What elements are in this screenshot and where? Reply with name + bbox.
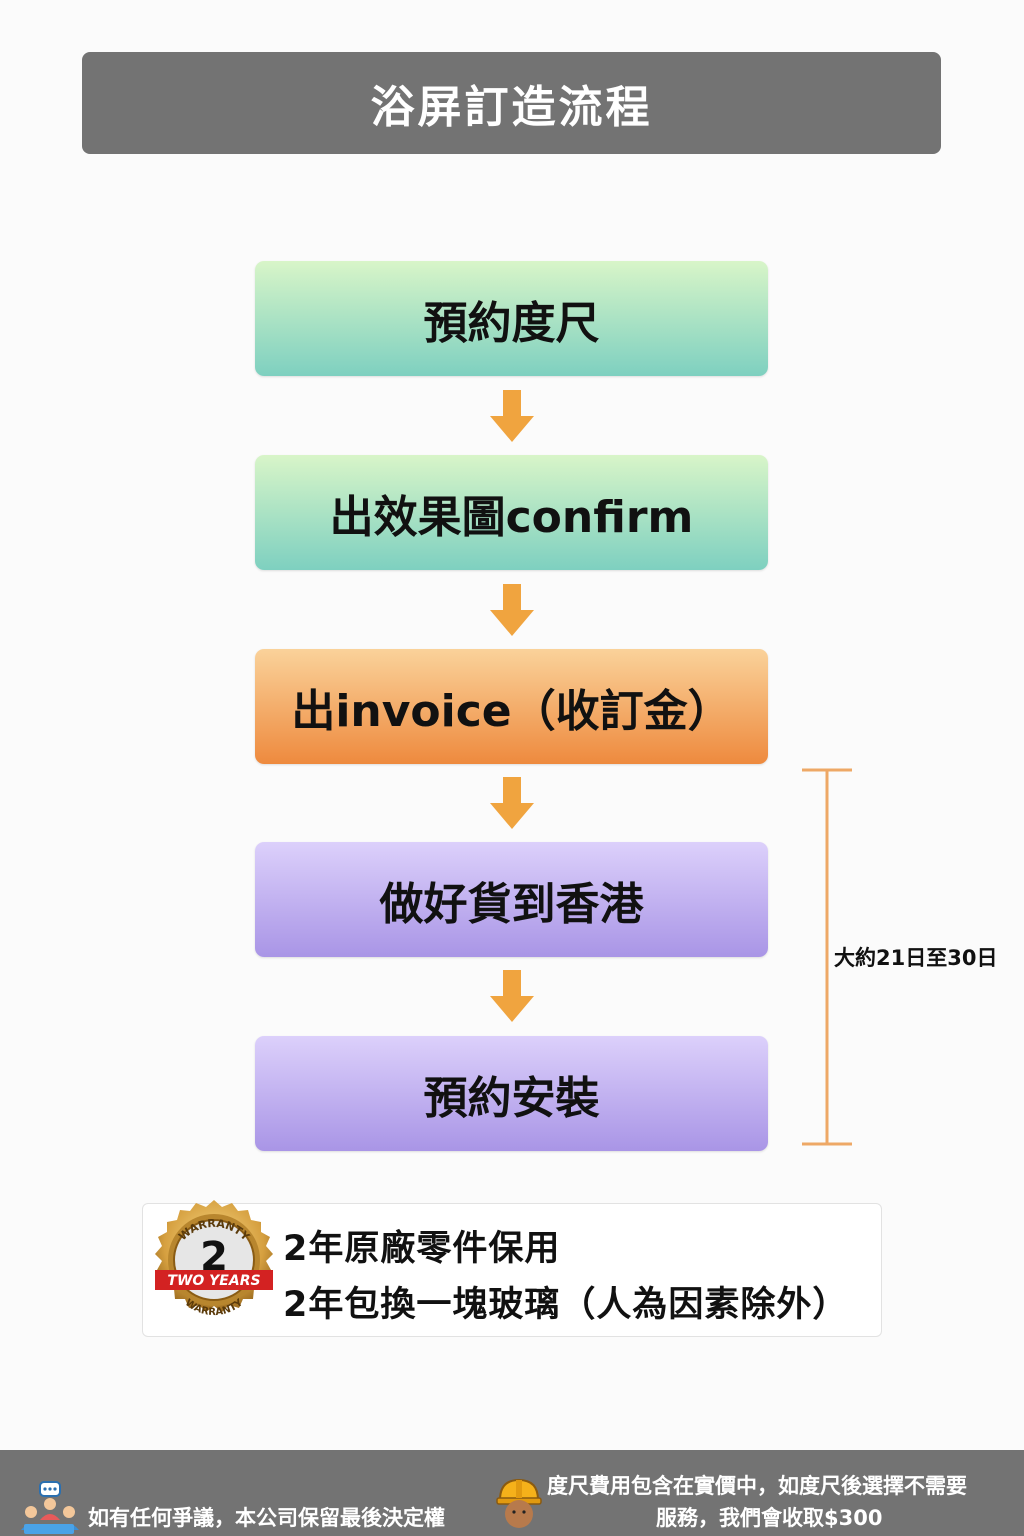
footer-fee-note-line1: 度尺費用包含在實價中，如度尺後選擇不需要 — [547, 1474, 967, 1498]
duration-bracket — [802, 768, 852, 1146]
step-5-label: 預約安裝 — [423, 1072, 600, 1124]
footer-fee-note-line2: 服務，我們會收取$300 — [656, 1506, 883, 1530]
arrow-down-icon — [490, 970, 534, 1022]
step-2-label: 出效果圖confirm — [329, 491, 694, 543]
page-title: 浴屏訂造流程 — [370, 82, 653, 133]
step-1-label: 預約度尺 — [423, 297, 600, 349]
step-1-measurement: 預約度尺 — [255, 261, 768, 376]
footer-bar: 如有任何爭議，本公司保留最後決定權 度尺費用包含在實價中，如度尺後選擇不需要 服… — [0, 1450, 1024, 1536]
page-header: 浴屏訂造流程 — [82, 52, 941, 154]
step-4-goods-arrival: 做好貨到香港 — [255, 842, 768, 957]
step-3-invoice-deposit: 出invoice（收訂金） — [255, 649, 768, 764]
warranty-box: WARRANTY 2 TWO YEARS WARRANTY 2年原廠零件保用 2… — [142, 1200, 882, 1337]
warranty-line-parts: 2年原廠零件保用 — [283, 1229, 561, 1269]
badge-text: TWO YEARS — [167, 1273, 260, 1289]
construction-worker-icon — [496, 1478, 542, 1528]
footer-disclaimer: 如有任何爭議，本公司保留最後決定權 — [88, 1506, 445, 1530]
step-4-label: 做好貨到香港 — [379, 878, 644, 930]
arrow-down-icon — [490, 390, 534, 442]
step-3-label: 出invoice（收訂金） — [291, 685, 732, 737]
arrow-down-icon — [490, 584, 534, 636]
arrow-down-icon — [490, 777, 534, 829]
meeting-discussion-icon — [21, 1481, 79, 1534]
step-5-installation: 預約安裝 — [255, 1036, 768, 1151]
two-year-warranty-seal-icon: WARRANTY 2 TWO YEARS WARRANTY — [155, 1200, 273, 1318]
warranty-line-glass: 2年包換一塊玻璃（人為因素除外） — [283, 1285, 849, 1325]
duration-label: 大約21日至30日 — [834, 946, 998, 970]
step-2-render-confirm: 出效果圖confirm — [255, 455, 768, 570]
